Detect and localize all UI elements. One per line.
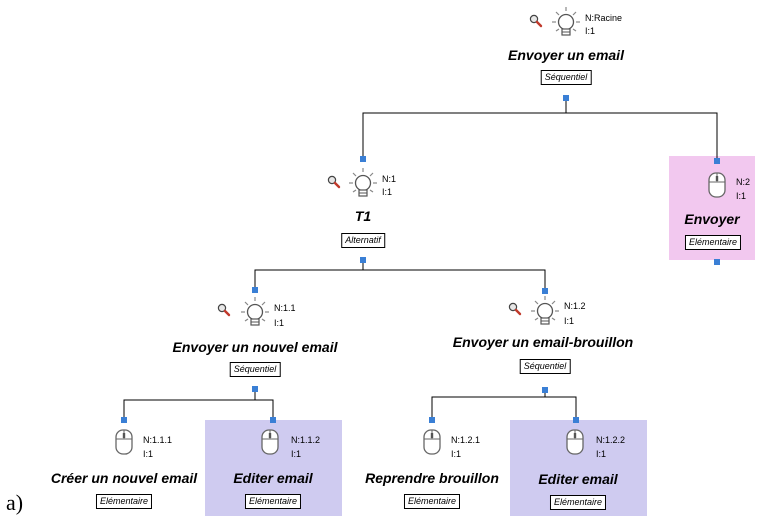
node-number: N:1.1	[274, 303, 296, 313]
mouse-icon	[261, 429, 279, 455]
lightbulb-icon	[348, 167, 378, 197]
task-title-creer-nouvel-email[interactable]: Créer un nouvel email	[50, 470, 198, 486]
port[interactable]	[573, 417, 579, 423]
node-number: N:Racine	[585, 13, 623, 23]
magnifier-icon[interactable]	[529, 14, 543, 28]
operator-label-nouvel-email[interactable]: Séquentiel	[229, 362, 281, 377]
connection-ports	[121, 95, 720, 423]
node-number: N:1.1.1	[143, 435, 173, 445]
task-title-email-brouillon[interactable]: Envoyer un email-brouillon	[452, 334, 634, 350]
connector-lines	[123, 98, 718, 419]
connector-t1-brouillon	[363, 269, 546, 290]
node-number: N:2	[736, 177, 751, 187]
port[interactable]	[360, 156, 366, 162]
mouse-icon	[423, 429, 441, 455]
operator-label-t1[interactable]: Alternatif	[341, 233, 385, 248]
connector-brouillon-editer	[545, 396, 577, 419]
node-iteration: I:1	[143, 449, 154, 459]
operator-label-envoyer[interactable]: Elémentaire	[684, 235, 742, 250]
task-title-t1[interactable]: T1	[354, 208, 372, 224]
connector-brouillon-reprendre	[431, 390, 546, 419]
node-number: N:1.2.2	[596, 435, 626, 445]
magnifier-icon[interactable]	[217, 303, 231, 317]
node-iteration: I:1	[291, 449, 302, 459]
node-iteration: I:1	[451, 449, 462, 459]
operator-label-editer-email-2[interactable]: Elémentaire	[549, 495, 607, 510]
connector-nouvel-creer	[123, 389, 256, 419]
port[interactable]	[360, 257, 366, 263]
node-number: N:1.2	[564, 301, 586, 311]
lightbulb-icon	[551, 6, 581, 36]
operator-label-editer-email-1[interactable]: Elémentaire	[244, 494, 302, 509]
task-title-editer-email-2[interactable]: Editer email	[538, 471, 618, 487]
task-title-editer-email-1[interactable]: Editer email	[233, 470, 313, 486]
connector-nouvel-editer	[255, 399, 274, 419]
port[interactable]	[714, 158, 720, 164]
figure-caption: a)	[6, 490, 24, 515]
port[interactable]	[542, 288, 548, 294]
node-iteration: I:1	[585, 26, 596, 36]
operator-label-reprendre-brouillon[interactable]: Elémentaire	[403, 494, 461, 509]
node-number: N:1.2.1	[451, 435, 481, 445]
task-title-envoyer[interactable]: Envoyer	[684, 211, 740, 227]
lightbulb-icon	[240, 296, 270, 326]
operator-label-root[interactable]: Séquentiel	[540, 70, 592, 85]
port[interactable]	[429, 417, 435, 423]
mouse-icon	[708, 172, 726, 198]
operator-label-creer-nouvel-email[interactable]: Elémentaire	[95, 494, 153, 509]
port[interactable]	[542, 387, 548, 393]
port[interactable]	[270, 417, 276, 423]
port[interactable]	[252, 386, 258, 392]
port[interactable]	[121, 417, 127, 423]
magnifier-icon[interactable]	[508, 302, 522, 316]
task-title-root[interactable]: Envoyer un email	[508, 47, 624, 63]
port[interactable]	[563, 95, 569, 101]
port[interactable]	[252, 287, 258, 293]
node-iteration: I:1	[564, 316, 575, 326]
node-iteration: I:1	[736, 191, 747, 201]
lightbulb-icon	[530, 295, 560, 325]
connector-root-t1	[362, 98, 567, 158]
port[interactable]	[714, 259, 720, 265]
mouse-icon	[115, 429, 133, 455]
task-title-reprendre-brouillon[interactable]: Reprendre brouillon	[365, 470, 499, 486]
node-iteration: I:1	[596, 449, 607, 459]
mouse-icon	[566, 429, 584, 455]
task-title-nouvel-email[interactable]: Envoyer un nouvel email	[172, 339, 338, 355]
connector-t1-nouvel	[254, 260, 364, 289]
magnifier-icon[interactable]	[327, 175, 341, 189]
connector-root-envoyer	[566, 112, 718, 160]
node-iteration: I:1	[382, 187, 393, 197]
node-iteration: I:1	[274, 318, 285, 328]
node-number: N:1	[382, 174, 397, 184]
operator-label-email-brouillon[interactable]: Séquentiel	[519, 359, 571, 374]
node-number: N:1.1.2	[291, 435, 321, 445]
